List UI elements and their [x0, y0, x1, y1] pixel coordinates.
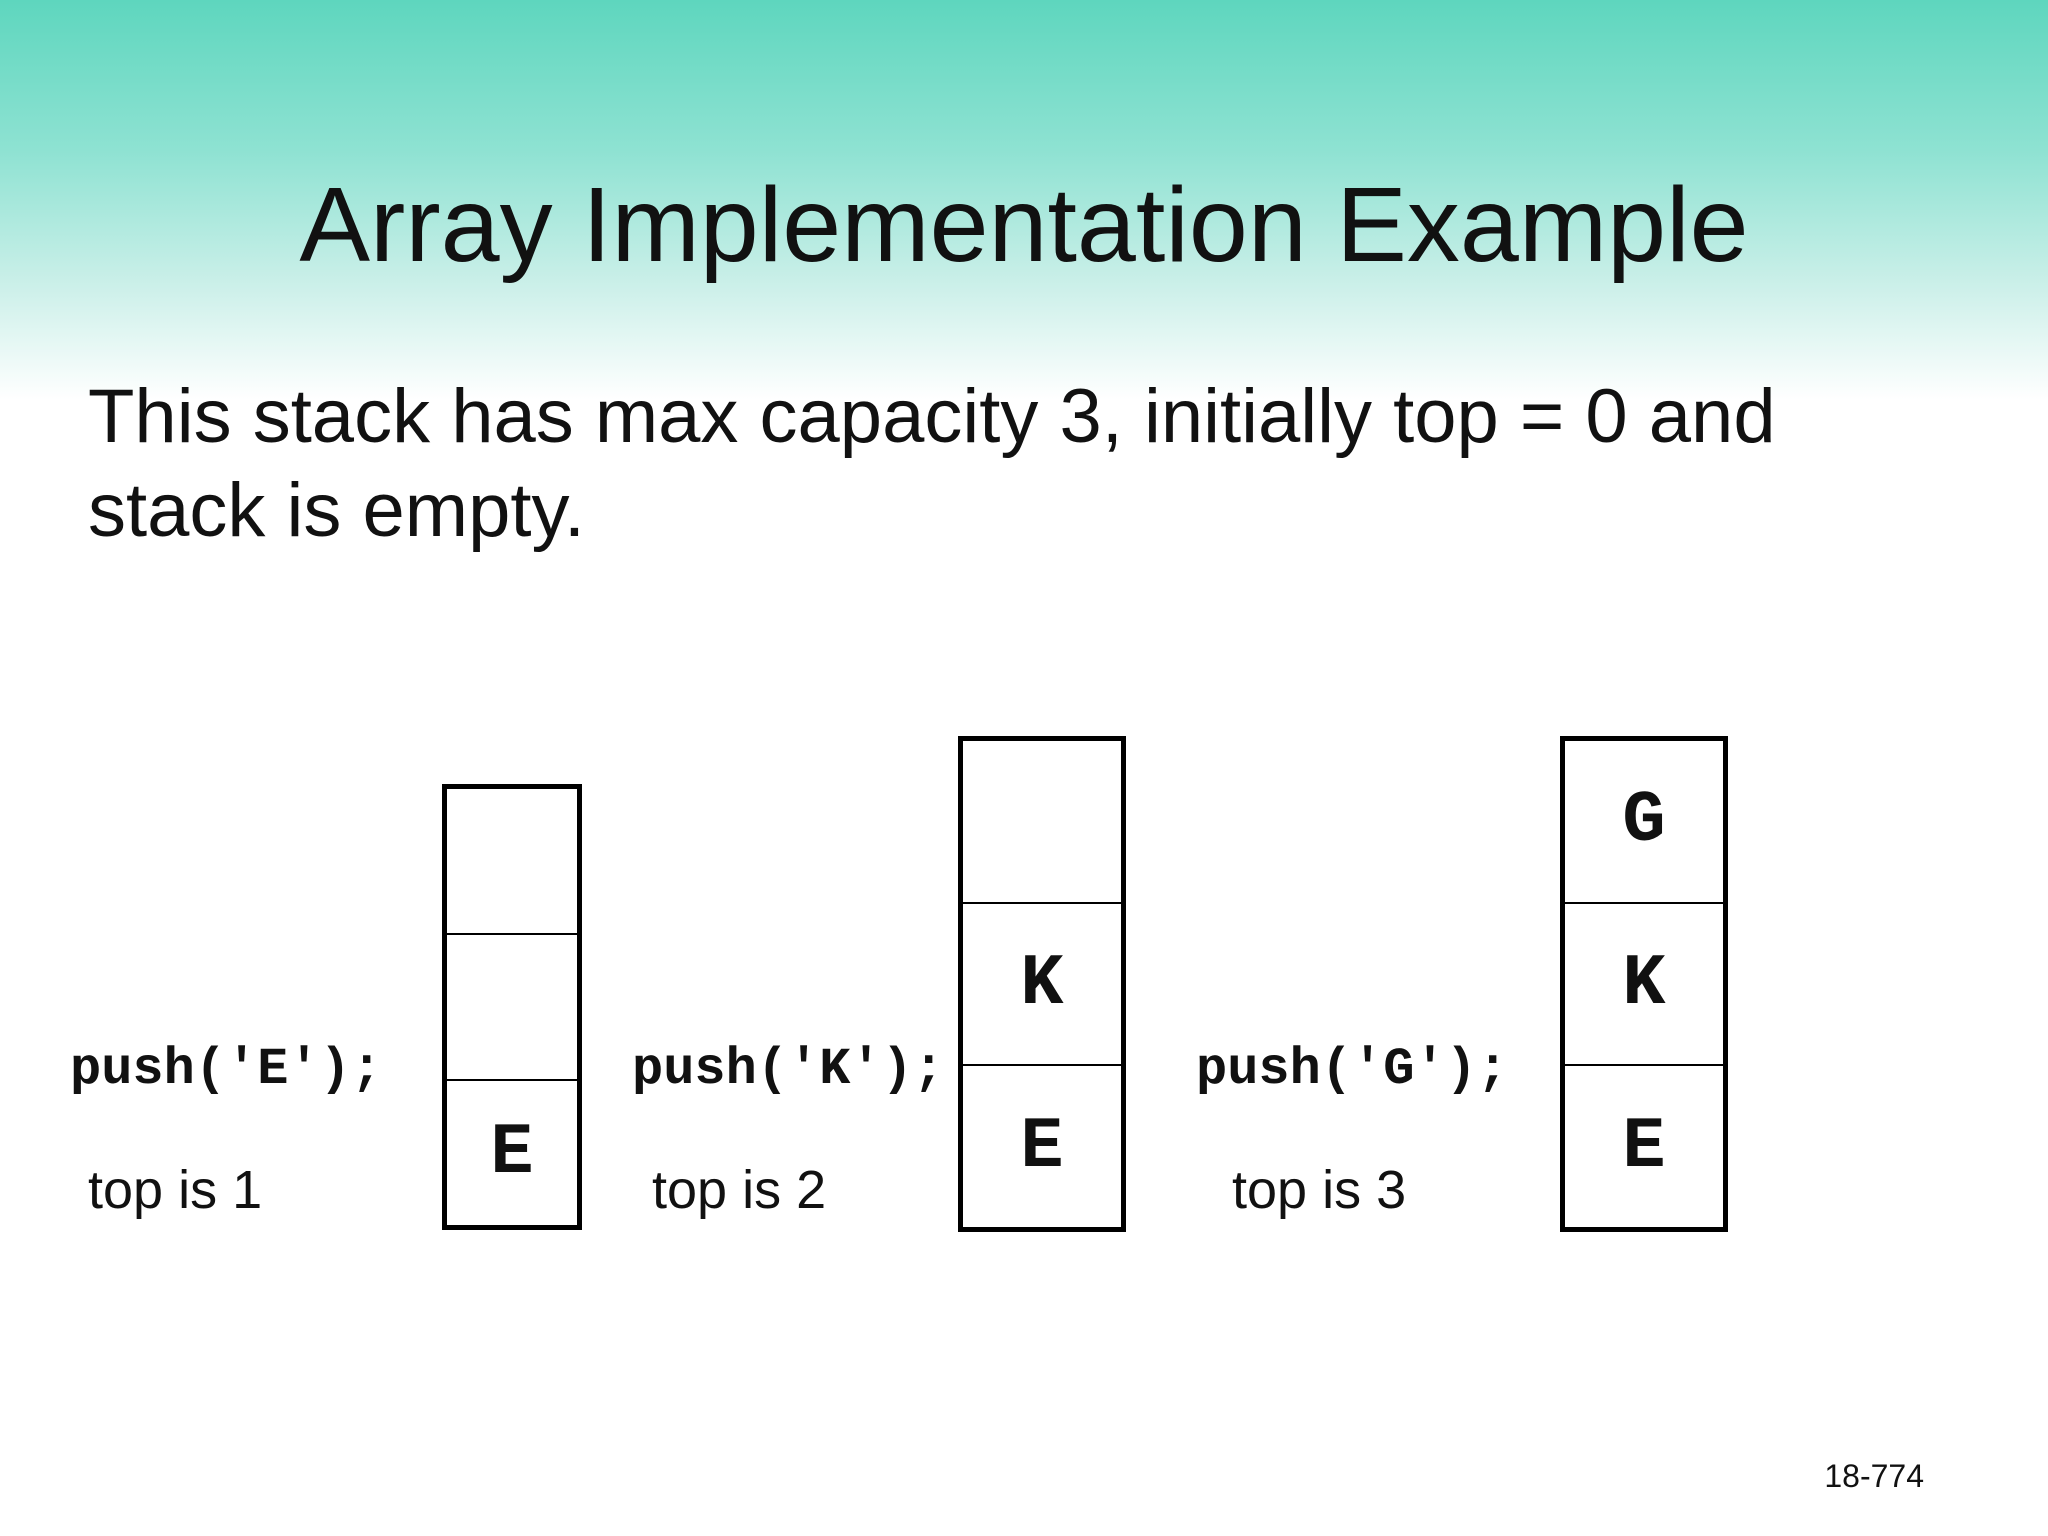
- page-number: 18-774: [1824, 1458, 1924, 1494]
- body-text: This stack has max capacity 3, initially…: [88, 370, 1968, 558]
- push-call-label: push('K');: [632, 1040, 945, 1099]
- body-line: This stack has max capacity 3, initially…: [88, 374, 1776, 459]
- stack-slot: [447, 933, 577, 1079]
- stack-slot: E: [447, 1079, 577, 1225]
- body-line: stack is empty.: [88, 468, 585, 553]
- stack-array: G K E: [1560, 736, 1728, 1232]
- push-call-label: push('E');: [70, 1040, 383, 1099]
- stack-array: E: [442, 784, 582, 1230]
- stack-slot: [447, 789, 577, 933]
- stack-slot: G: [1622, 780, 1666, 863]
- stack-slot: E: [963, 1064, 1121, 1227]
- stack-slot: K: [1565, 901, 1723, 1065]
- stack-array: K E: [958, 736, 1126, 1232]
- stack-slot: K: [963, 901, 1121, 1065]
- stack-slot: E: [1565, 1064, 1723, 1227]
- stack-slot: [963, 741, 1121, 902]
- top-value-label: top is 2: [652, 1160, 827, 1220]
- top-value-label: top is 1: [88, 1160, 263, 1220]
- slide-title: Array Implementation Example: [299, 166, 1749, 284]
- top-value-label: top is 3: [1232, 1160, 1407, 1220]
- push-call-label: push('G');: [1196, 1040, 1509, 1099]
